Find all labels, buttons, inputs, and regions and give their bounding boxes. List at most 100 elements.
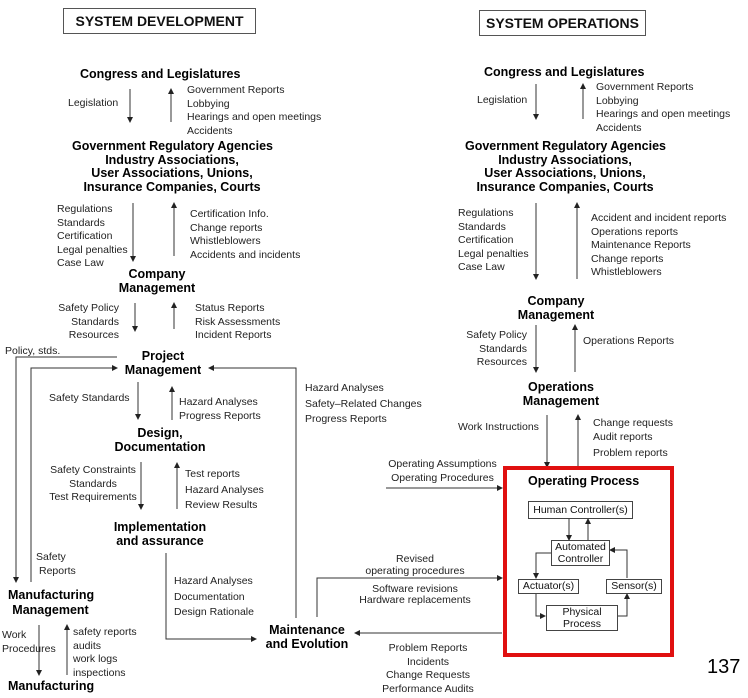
node-physical-process: Physical Process [546,605,618,631]
label-line: Accident and incident reports [591,212,727,224]
node-company-dev: Company Management [112,267,202,295]
label-line: Incidents [406,655,450,668]
label-line: and assurance [116,533,204,548]
label-line: Physical [562,606,602,618]
label-ops-down: Work Instructions [458,421,539,433]
label-line: Incident Reports [195,329,272,341]
label-assumptions: Operating Assumptions Operating Procedur… [385,458,500,485]
label-line: Standards [57,216,105,229]
node-congress-ops: Congress and Legislatures [484,65,645,79]
label-line: Safety Constraints [50,464,136,476]
label-project-down: Safety Standards [49,392,130,404]
label-line: Status Reports [195,302,265,314]
label-line: Procedures [2,642,56,655]
label-line: Risk Assessments [195,315,281,328]
label-congress-up-ops: Government Reports Lobbying Hearings and… [596,81,730,135]
node-agencies-dev: Government Regulatory Agencies Industry … [72,139,273,194]
label-line: Industry Associations, [105,152,239,167]
label-line: Documentation [174,590,245,603]
header-system-operations: SYSTEM OPERATIONS [479,10,646,36]
label-line: Reports [39,564,76,577]
node-manufacturing: Manufacturing [8,679,95,693]
label-line: operating procedures [365,565,465,577]
node-actuator: Actuator(s) [518,579,579,594]
label-line: Certification [57,230,113,242]
label-agencies-up-dev: Certification Info. Change reports Whist… [190,208,300,262]
label-line: Government Regulatory Agencies [465,139,666,153]
label-line: Whistleblowers [190,235,261,247]
revised-line [316,575,503,617]
label-line: Safety Policy [466,329,527,341]
label-mfg-up: safety reports audits work logs inspecti… [73,626,137,680]
label-company-down-ops: Safety Policy Standards Resources [460,329,527,370]
label-line: Management [522,393,600,408]
label-line: Performance Audits [382,682,474,695]
label-problem: Problem Reports Incidents Change Request… [378,642,478,696]
label-line: Standards [71,315,119,328]
label-line: and Evolution [265,636,349,651]
label-line: Regulations [57,203,113,215]
label-line: Hazard Analyses [179,396,258,408]
label-line: Legal penalties [57,243,128,256]
policy-line [13,356,117,583]
label-line: Hardware replacements [359,594,471,606]
label-line: Safety [36,551,66,563]
label-agencies-down-ops: Regulations Standards Certification Lega… [458,207,529,275]
label-line: Regulations [458,207,514,219]
label-legislation-dev: Legislation [68,97,119,109]
label-line: Problem reports [593,447,668,459]
label-line: Management [118,280,196,295]
label-revised: Revised operating procedures [355,553,475,577]
label-maintenance-up: Hazard Analyses Safety–Related Changes P… [305,381,422,428]
label-design-up: Test reports Hazard Analyses Review Resu… [185,467,264,514]
label-line: safety reports [73,626,137,638]
label-policy-stds: Policy, stds. [5,345,61,357]
label-line: Standards [69,477,117,490]
label-line: Company [128,267,186,281]
node-project-management: Project Management [118,349,208,377]
physical-to-sensor-line [617,593,630,617]
sensor-to-auto-line [609,547,628,578]
label-line: Operations reports [591,225,678,238]
label-line: Maintenance [269,623,345,637]
label-line: Design, [137,426,183,440]
label-line: Company [527,294,585,308]
label-line: Test reports [185,468,240,480]
label-line: Test Requirements [49,491,137,503]
label-company-down-dev: Safety Policy Standards Resources [55,302,119,343]
label-line: work logs [73,653,118,665]
label-line: Hearings and open meetings [596,108,731,120]
node-congress-dev: Congress and Legislatures [80,67,241,81]
label-line: Manufacturing [8,588,95,602]
label-mfg-down: Work Procedures [2,629,56,656]
label-line: Certification [458,234,514,246]
label-line: Project [141,349,185,363]
label-line: Progress Reports [179,409,261,422]
label-line: Maintenance Reports [591,239,691,251]
label-ops-up: Change requests Audit reports Problem re… [593,416,673,460]
label-line: Standards [479,342,527,355]
label-line: inspections [73,666,126,679]
node-operations-management: Operations Management [511,380,611,408]
label-line: Case Law [57,257,104,269]
label-legislation-ops: Legislation [477,94,528,106]
node-company-ops: Company Management [511,294,601,322]
node-implementation: Implementation and assurance [105,520,215,548]
page-number: 137 [707,656,741,678]
node-automated-controller: Automated Controller [551,540,610,566]
maint-to-project-line [208,365,297,618]
label-line: Progress Reports [305,413,387,425]
label-line: Accidents [187,124,233,137]
label-line: Hazard Analyses [305,382,384,394]
label-line: Government Reports [596,81,694,93]
label-line: Resources [68,329,119,341]
label-line: Lobbying [596,94,639,107]
label-line: Automated [555,541,606,553]
label-line: Implementation [113,520,207,534]
label-line: Accidents and incidents [190,248,301,261]
label-line: Problem Reports [388,642,468,654]
label-line: Software revisions [372,583,458,595]
operating-process-highlight [503,466,674,657]
label-line: Work [2,629,27,641]
node-maintenance-evolution: Maintenance and Evolution [259,623,355,651]
